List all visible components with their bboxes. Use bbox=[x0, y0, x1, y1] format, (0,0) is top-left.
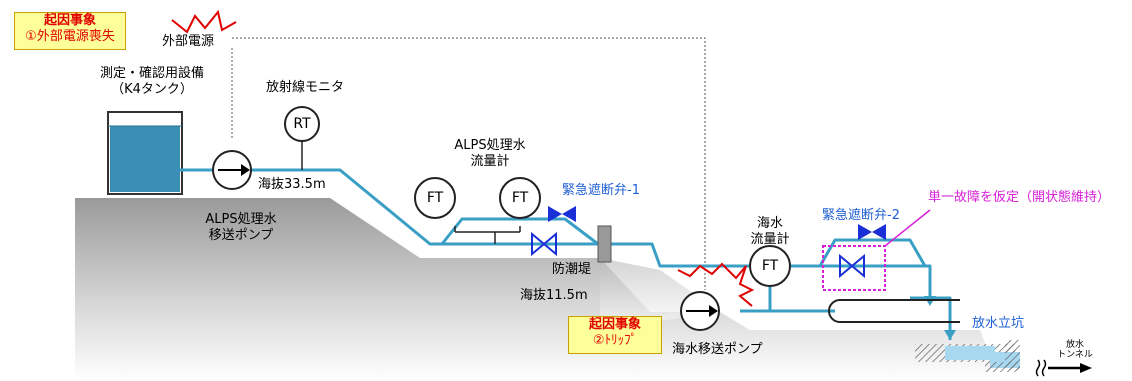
measure-tank-label: 測定・確認用設備 （K4タンク） bbox=[72, 66, 232, 98]
seawater-transfer-pump bbox=[680, 291, 720, 331]
discharge-tunnel-label-line2: トンネル bbox=[1057, 350, 1093, 360]
ft-symbol: FT bbox=[426, 190, 444, 206]
alps-pump-label-line1: ALPS処理水 bbox=[205, 212, 277, 227]
discharge-shaft-label: 放水立坑 bbox=[972, 316, 1025, 331]
ft-symbol: FT bbox=[761, 258, 779, 274]
alps-flowmeter-label: ALPS処理水 流量計 bbox=[440, 138, 540, 170]
event-title: 起因事象 bbox=[43, 13, 96, 28]
bypass-valve-1 bbox=[531, 231, 557, 257]
event-title: 起因事象 bbox=[588, 317, 641, 332]
emergency-valve-1 bbox=[548, 206, 576, 222]
measure-tank-label-line2: （K4タンク） bbox=[111, 82, 193, 97]
tunnel-arrow bbox=[1035, 359, 1092, 377]
seawater-flowmeter-label-line2: 流量計 bbox=[750, 232, 790, 247]
alps-transfer-pump bbox=[212, 150, 252, 190]
elevation-high-label: 海抜33.5m bbox=[258, 177, 326, 192]
emergency-valve-2-label: 緊急遮断弁-2 bbox=[822, 208, 900, 223]
alps-flowmeter-ft-2 bbox=[499, 177, 541, 219]
rt-symbol: RT bbox=[293, 116, 311, 132]
seawater-flowmeter-ft bbox=[749, 245, 791, 287]
seawall-label: 防潮堤 bbox=[552, 262, 592, 277]
ft-symbol: FT bbox=[511, 190, 529, 206]
seawater-pump-label: 海水移送ポンプ bbox=[672, 342, 763, 357]
single-failure-label: 単一故障を仮定（開状態維持） bbox=[928, 190, 1111, 205]
radiation-monitor-label: 放射線モニタ bbox=[266, 80, 345, 95]
upper-ground bbox=[75, 198, 1000, 381]
seawall-block bbox=[597, 225, 612, 263]
alps-flowmeter-label-line2: 流量計 bbox=[470, 154, 510, 169]
lightning-trip bbox=[677, 262, 755, 307]
discharge-shaft bbox=[915, 340, 1020, 372]
radiation-monitor-rt bbox=[284, 106, 320, 142]
flow-arrow bbox=[944, 330, 956, 340]
discharge-tunnel-label-line1: 放水 bbox=[1065, 340, 1084, 350]
discharge-tunnel-label: 放水 トンネル bbox=[1050, 340, 1100, 360]
alps-pump-label: ALPS処理水 移送ポンプ bbox=[186, 212, 296, 244]
single-failure-box bbox=[822, 245, 886, 291]
pipe-network bbox=[180, 168, 952, 340]
event-desc: ②ﾄﾘｯﾌﾟ bbox=[592, 333, 638, 348]
alps-flowmeter-label-line1: ALPS処理水 bbox=[454, 138, 526, 153]
seawater-flowmeter-label-line1: 海水 bbox=[756, 216, 783, 231]
external-power-label: 外部電源 bbox=[162, 34, 215, 49]
emergency-valve-2 bbox=[858, 224, 886, 240]
emergency-valve-1-label: 緊急遮断弁-1 bbox=[562, 183, 640, 198]
elevation-low-label: 海抜11.5m bbox=[520, 288, 588, 303]
k4-tank bbox=[107, 111, 183, 195]
measure-tank-label-line1: 測定・確認用設備 bbox=[99, 66, 204, 81]
event-box-2: 起因事象 ②ﾄﾘｯﾌﾟ bbox=[568, 316, 662, 354]
event-desc: ①外部電源喪失 bbox=[25, 29, 115, 44]
single-failure-pointer bbox=[884, 209, 931, 247]
alps-pump-label-line2: 移送ポンプ bbox=[208, 228, 274, 243]
event-box-1: 起因事象 ①外部電源喪失 bbox=[14, 12, 126, 50]
alps-flowmeter-ft-1 bbox=[414, 177, 456, 219]
lightning-external-power bbox=[171, 9, 237, 34]
failed-valve-2 bbox=[839, 253, 865, 279]
mixing-pipe bbox=[828, 299, 960, 323]
seawater-flowmeter-label: 海水 流量計 bbox=[738, 216, 802, 248]
power-line bbox=[231, 37, 706, 290]
